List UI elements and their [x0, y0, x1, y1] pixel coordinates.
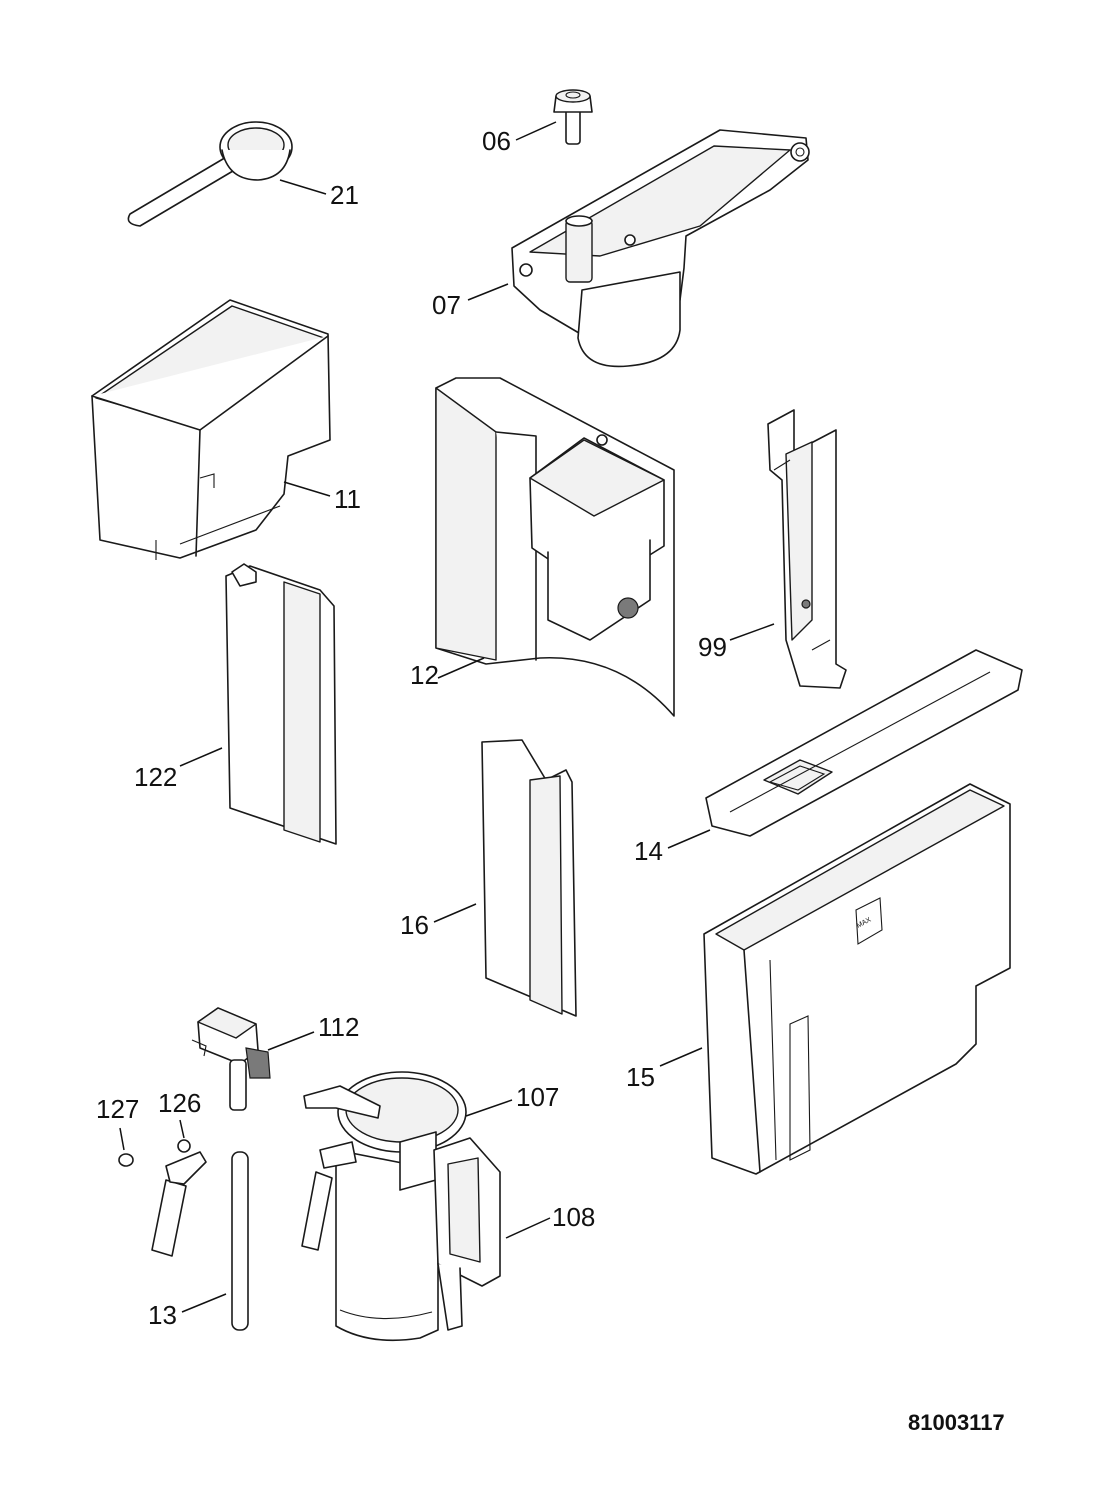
callout-06: 06 — [482, 126, 511, 156]
part-99-side-rail — [767, 409, 847, 689]
part-15-water-tank: MAX — [703, 783, 1011, 1175]
part-13-tube — [231, 1151, 249, 1331]
callout-99: 99 — [698, 632, 727, 662]
part-21-measuring-spoon — [127, 121, 293, 227]
callout-12: 12 — [410, 660, 439, 690]
part-14-drip-tray-cover — [705, 649, 1023, 837]
callout-labels: 06 21 07 11 12 99 122 14 16 15 112 107 1… — [96, 126, 727, 1330]
callout-112: 112 — [318, 1012, 359, 1042]
leader-lines — [119, 121, 775, 1313]
part-112-valve-connector — [191, 1007, 271, 1111]
part-06-knob — [553, 89, 593, 145]
part-16-side-panel — [481, 739, 577, 1017]
part-122-side-panel — [225, 563, 337, 845]
part-108-handle-lid — [399, 1131, 501, 1331]
callout-07: 07 — [432, 290, 461, 320]
callout-127: 127 — [96, 1094, 139, 1124]
callout-126: 126 — [158, 1088, 201, 1118]
callout-122: 122 — [134, 762, 177, 792]
part-07-hopper — [511, 129, 810, 368]
callout-11: 11 — [334, 484, 361, 514]
part-127-o-ring — [118, 1153, 134, 1167]
callout-16: 16 — [400, 910, 429, 940]
callout-107: 107 — [516, 1082, 559, 1112]
callout-14: 14 — [634, 836, 663, 866]
part-11-grounds-container — [91, 299, 331, 560]
callout-13: 13 — [148, 1300, 177, 1330]
callout-15: 15 — [626, 1062, 655, 1092]
drawing-number: 81003117 — [908, 1410, 1005, 1435]
part-126-elbow-connector — [151, 1139, 207, 1257]
part-107-milk-container — [301, 1071, 467, 1342]
part-12-front-cover — [435, 377, 675, 717]
callout-21: 21 — [330, 180, 359, 210]
callout-108: 108 — [552, 1202, 595, 1232]
